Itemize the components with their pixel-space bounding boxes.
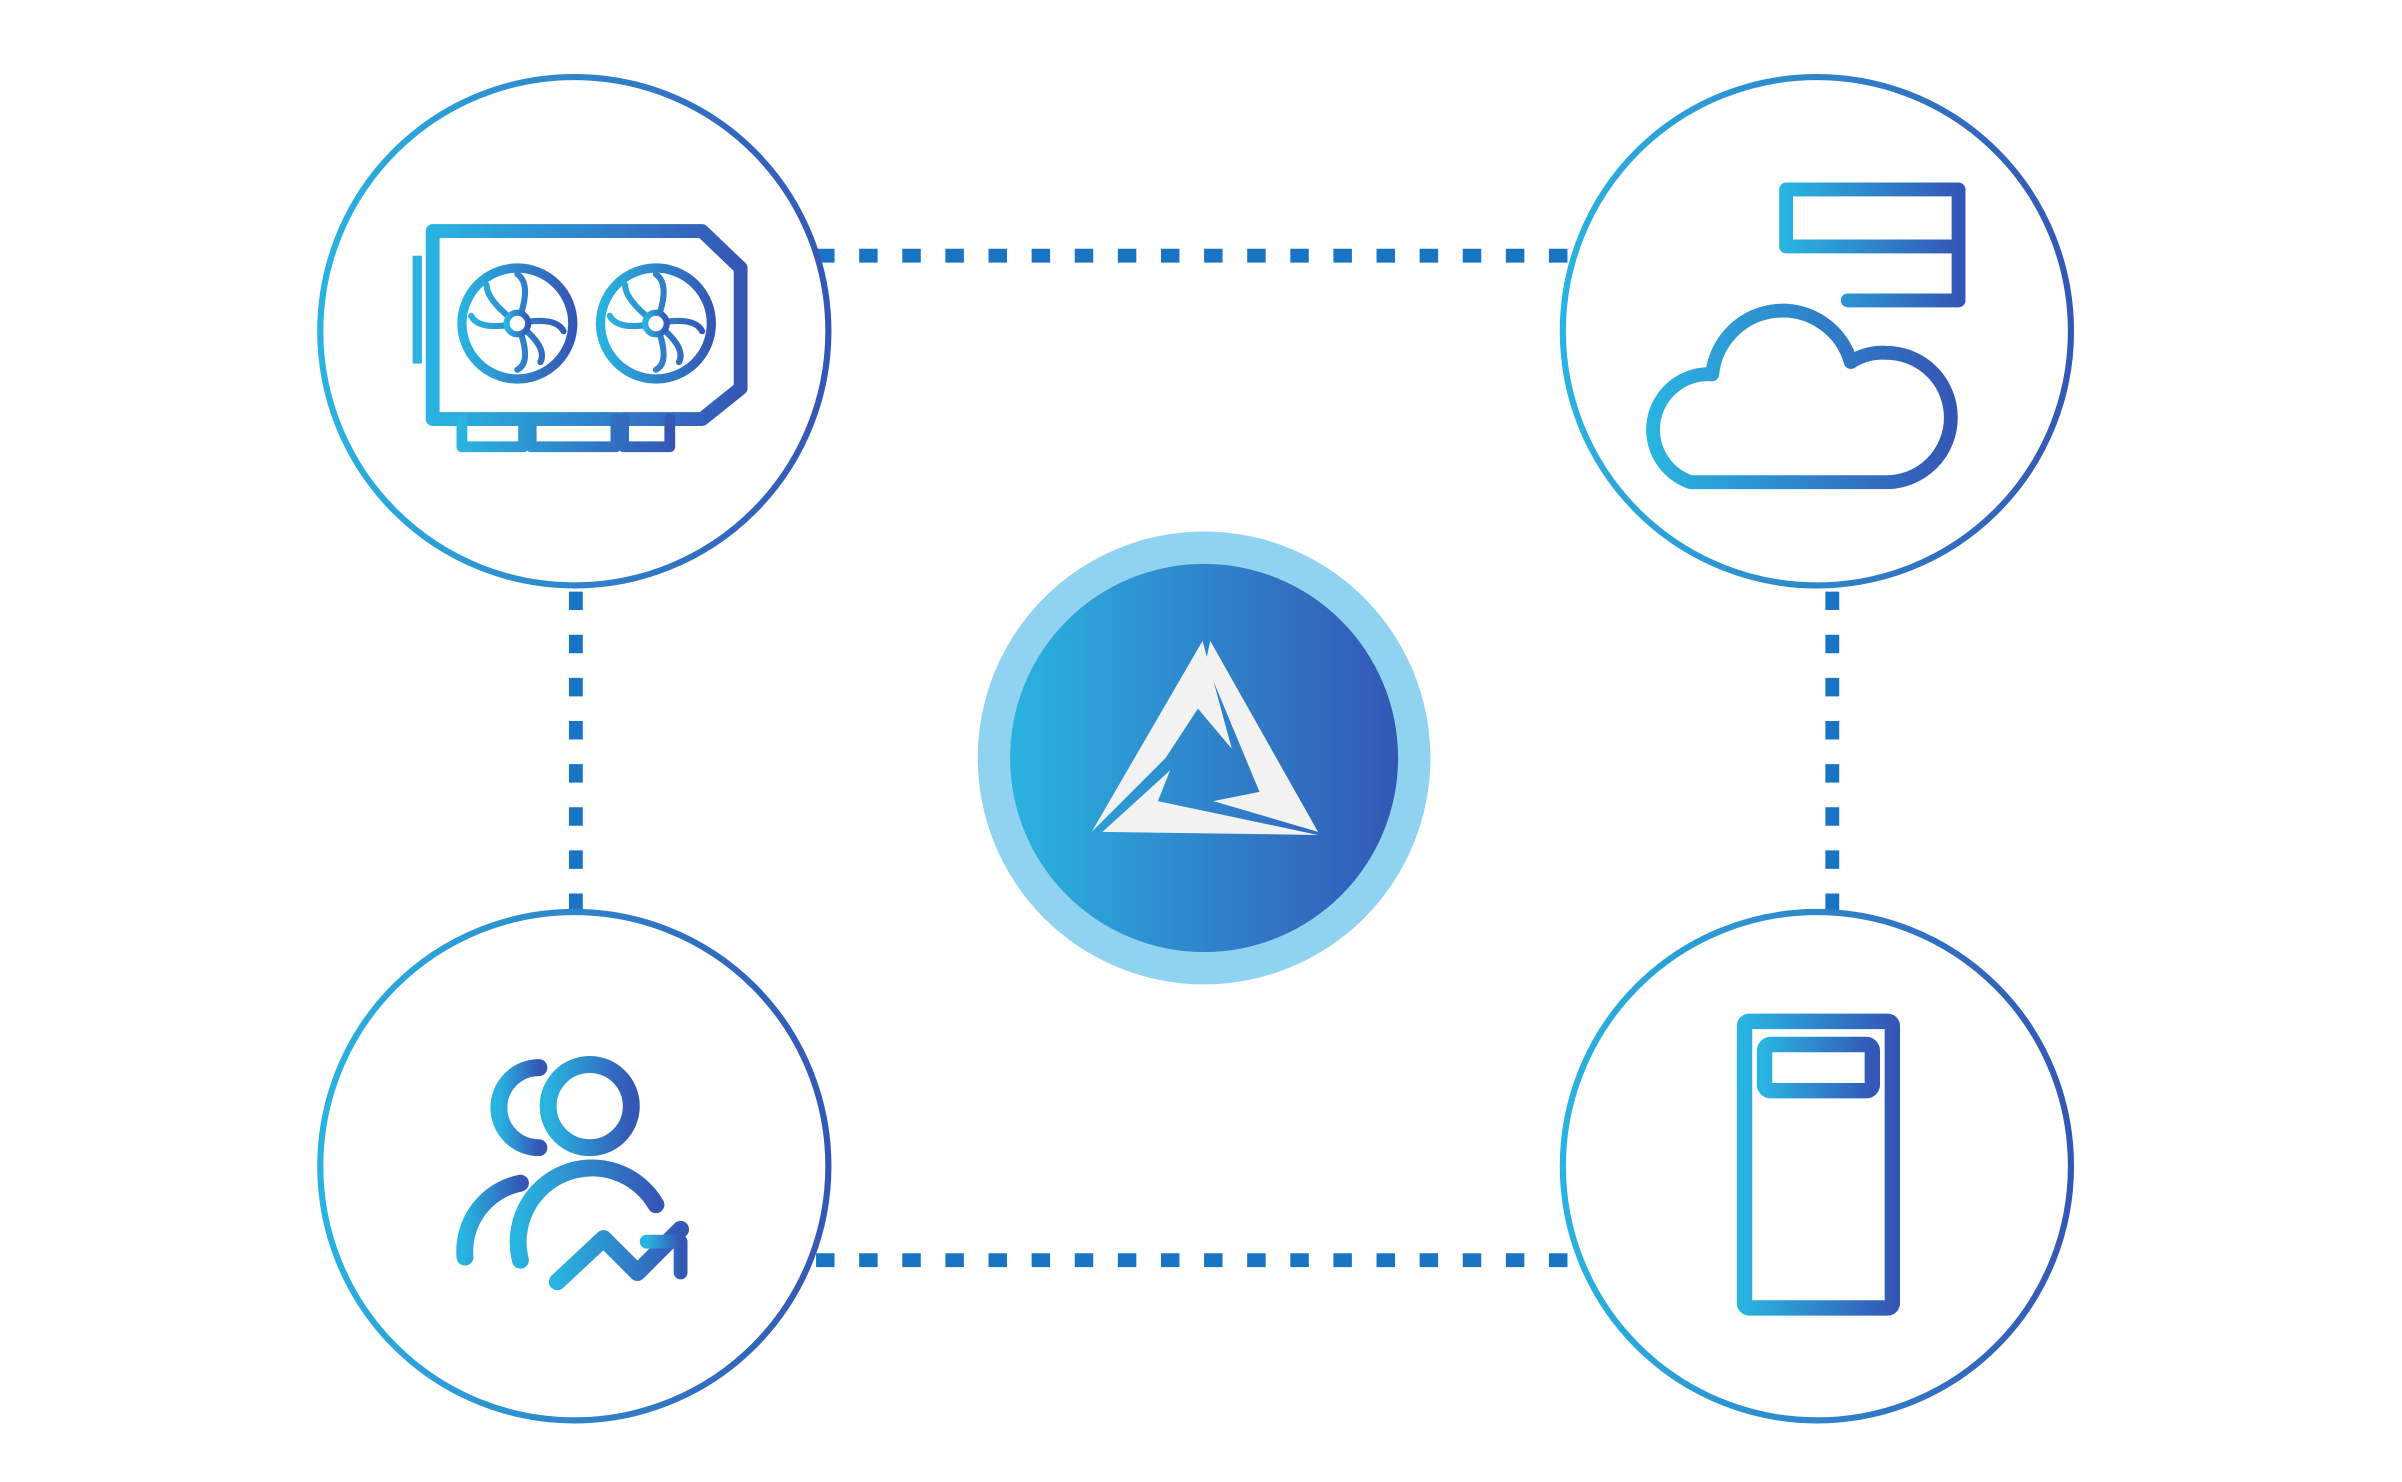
hub — [977, 531, 1431, 985]
node-bottom-right — [1559, 908, 2075, 1424]
server-tower-icon — [1736, 1013, 1901, 1316]
cloud-server-icon — [1646, 182, 1966, 490]
hub-core — [1010, 563, 1399, 953]
users-growth-icon — [456, 1056, 690, 1291]
gpu-card-icon — [412, 224, 748, 463]
triangle-logo-icon — [1091, 640, 1319, 835]
